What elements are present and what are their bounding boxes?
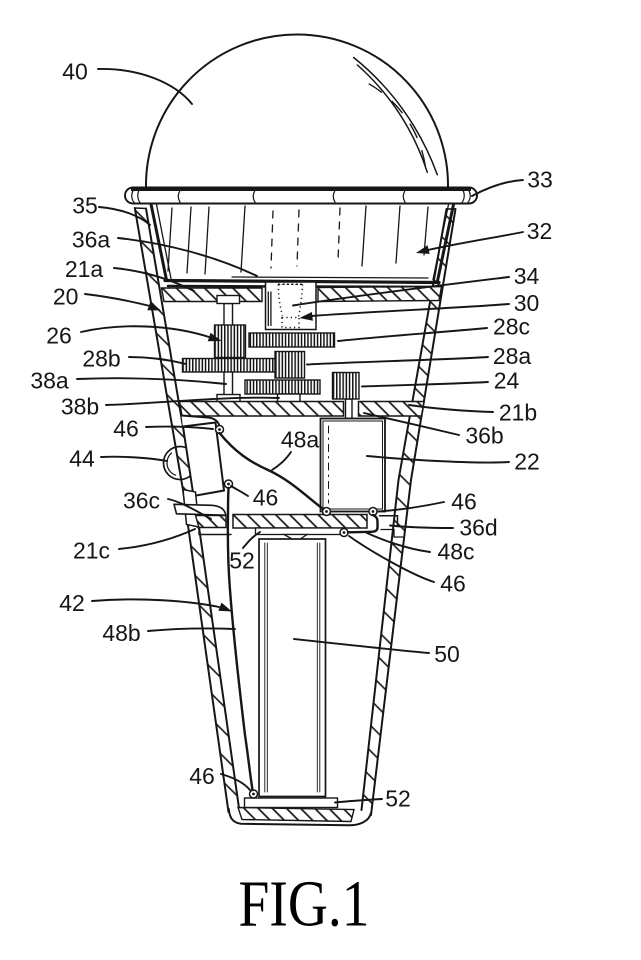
svg-text:36b: 36b bbox=[465, 423, 503, 449]
svg-text:21b: 21b bbox=[499, 400, 537, 426]
svg-text:28b: 28b bbox=[82, 346, 120, 372]
svg-text:36a: 36a bbox=[72, 227, 111, 253]
svg-text:28c: 28c bbox=[493, 314, 530, 340]
svg-text:46: 46 bbox=[253, 485, 279, 511]
svg-text:44: 44 bbox=[69, 446, 95, 472]
svg-text:33: 33 bbox=[527, 167, 553, 193]
svg-text:28a: 28a bbox=[493, 343, 532, 369]
svg-text:52: 52 bbox=[229, 548, 255, 574]
svg-text:48c: 48c bbox=[437, 539, 474, 565]
svg-text:52: 52 bbox=[385, 786, 411, 812]
svg-text:21c: 21c bbox=[73, 538, 110, 564]
svg-text:48b: 48b bbox=[102, 620, 140, 646]
svg-text:42: 42 bbox=[59, 590, 85, 616]
svg-text:21a: 21a bbox=[65, 256, 104, 282]
svg-text:38b: 38b bbox=[61, 394, 99, 420]
svg-text:22: 22 bbox=[514, 449, 540, 475]
svg-text:FIG.1: FIG.1 bbox=[239, 868, 370, 941]
svg-text:50: 50 bbox=[434, 641, 460, 667]
svg-text:36c: 36c bbox=[123, 488, 160, 514]
svg-text:46: 46 bbox=[113, 416, 139, 442]
svg-text:35: 35 bbox=[72, 193, 98, 219]
svg-text:34: 34 bbox=[514, 263, 540, 289]
svg-text:32: 32 bbox=[527, 218, 553, 244]
svg-text:46: 46 bbox=[189, 763, 215, 789]
svg-text:46: 46 bbox=[440, 571, 466, 597]
svg-text:46: 46 bbox=[451, 489, 477, 515]
svg-text:24: 24 bbox=[494, 368, 520, 394]
svg-text:38a: 38a bbox=[30, 368, 69, 394]
svg-text:30: 30 bbox=[514, 290, 540, 316]
svg-text:20: 20 bbox=[53, 284, 79, 310]
svg-text:48a: 48a bbox=[281, 427, 320, 453]
svg-text:26: 26 bbox=[46, 323, 72, 349]
svg-text:40: 40 bbox=[62, 59, 88, 85]
svg-text:36d: 36d bbox=[459, 515, 497, 541]
